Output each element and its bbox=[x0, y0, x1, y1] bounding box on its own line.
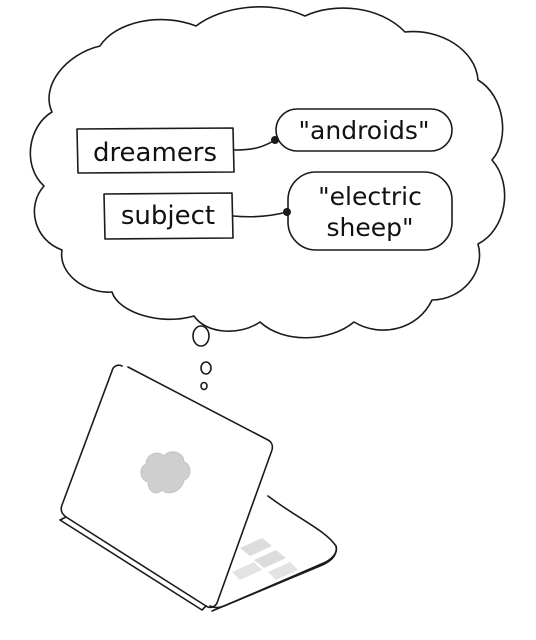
value-label-sheep: sheep" bbox=[327, 213, 414, 242]
thought-bubble-large bbox=[192, 325, 210, 347]
connector-dot-sheep bbox=[283, 208, 291, 216]
key-label-dreamers: dreamers bbox=[93, 138, 217, 168]
value-box-androids: "androids" bbox=[275, 108, 453, 152]
thought-cloud bbox=[29, 6, 506, 339]
laptop-lid-edge bbox=[59, 516, 207, 611]
key-box-dreamers: dreamers bbox=[76, 127, 235, 174]
key-box-subject: subject bbox=[103, 192, 234, 240]
thought-bubble-small bbox=[200, 381, 208, 391]
connector-dreamers-androids bbox=[233, 139, 276, 151]
key-label-subject: subject bbox=[121, 201, 215, 231]
laptop bbox=[59, 364, 338, 612]
value-box-electric-sheep: "electric sheep" bbox=[287, 171, 453, 251]
value-label-androids: "androids" bbox=[299, 116, 430, 145]
laptop-base-edge bbox=[211, 545, 338, 612]
laptop-keyboard bbox=[232, 538, 298, 580]
thought-bubble-medium bbox=[200, 361, 212, 375]
value-label-electric: "electric bbox=[318, 182, 422, 211]
cloud-logo-icon bbox=[140, 451, 191, 494]
connector-subject-sheep bbox=[232, 211, 288, 218]
